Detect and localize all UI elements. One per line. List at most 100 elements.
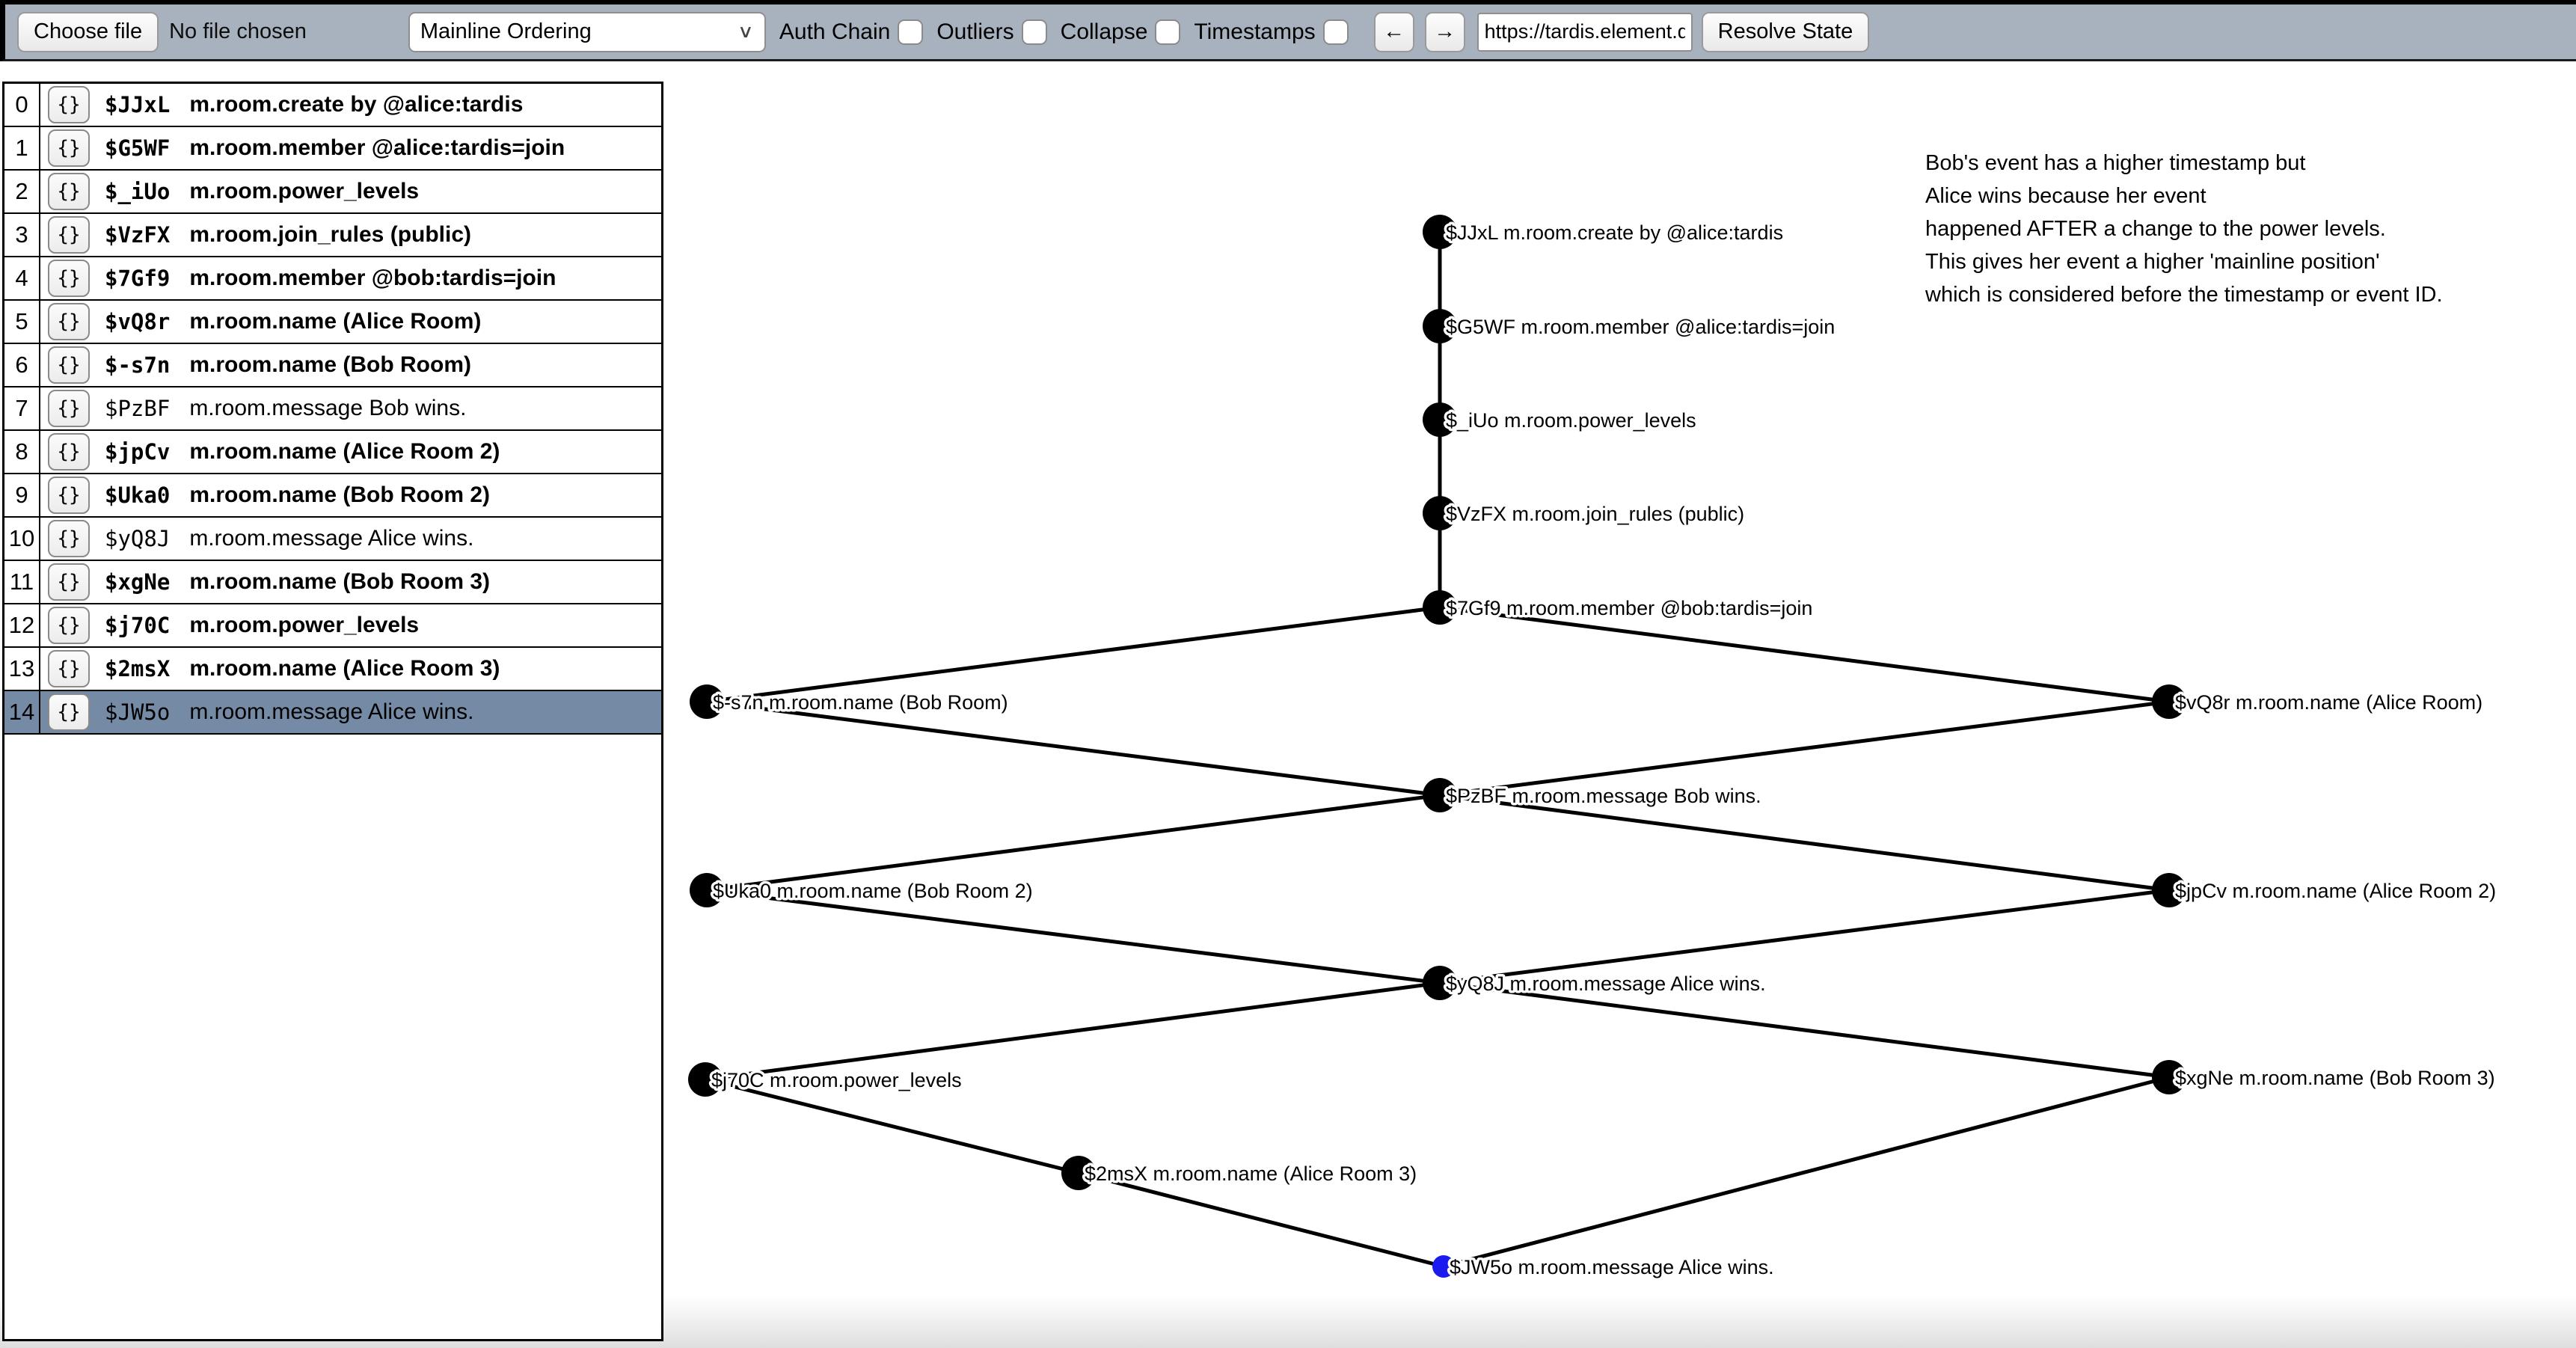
collapse-label: Collapse xyxy=(1060,19,1148,44)
dag-edge xyxy=(706,888,1441,985)
dag-edge xyxy=(1439,605,2170,704)
event-json-button[interactable]: {} xyxy=(48,433,90,471)
dag-edge xyxy=(705,981,1441,1082)
outliers-checkbox[interactable] xyxy=(1021,19,1047,45)
event-json-button[interactable]: {} xyxy=(48,303,90,340)
dag-node-$yQ8J[interactable] xyxy=(1423,966,1457,1000)
dag-edge xyxy=(1439,699,2170,797)
dag-node-label: $-s7n m.room.name (Bob Room) xyxy=(713,691,1008,714)
event-json-button[interactable]: {} xyxy=(48,607,90,644)
event-json-button[interactable]: {} xyxy=(48,390,90,427)
event-row-11[interactable]: 11{} $xgNe m.room.name (Bob Room 3) xyxy=(4,561,661,604)
event-json-button[interactable]: {} xyxy=(48,86,90,123)
dag-node-$j70C[interactable] xyxy=(688,1062,723,1097)
dag-node-label: $7Gf9 m.room.member @bob:tardis=join xyxy=(1446,597,1812,619)
dag-node-$2msX[interactable] xyxy=(1061,1156,1096,1190)
dag-edge xyxy=(1439,793,2170,892)
back-button[interactable]: ← xyxy=(1373,11,1414,52)
event-id: $yQ8J xyxy=(105,526,171,551)
dag-node-$Uka0[interactable] xyxy=(690,873,724,907)
event-json-button[interactable]: {} xyxy=(48,477,90,514)
dag-edge xyxy=(705,1077,1079,1175)
no-file-chosen-text: No file chosen xyxy=(169,19,307,43)
dag-node-$JW5o[interactable] xyxy=(1432,1255,1455,1278)
dag-node-$G5WF[interactable] xyxy=(1423,309,1457,343)
event-id: $xgNe xyxy=(105,569,171,595)
dag-edge xyxy=(1439,981,2170,1079)
explanation-line: Alice wins because her event xyxy=(1925,184,2207,208)
event-json-button[interactable]: {} xyxy=(48,216,90,254)
event-index: 13 xyxy=(4,648,40,690)
dag-node-$JJxL[interactable] xyxy=(1423,215,1457,249)
event-index: 8 xyxy=(4,431,40,473)
event-index: 11 xyxy=(4,561,40,603)
dag-node-label: $PzBF m.room.message Bob wins. xyxy=(1446,785,1761,807)
collapse-checkbox[interactable] xyxy=(1155,19,1181,45)
dag-node-$_iUo[interactable] xyxy=(1423,402,1457,437)
event-json-button[interactable]: {} xyxy=(48,129,90,167)
event-id: $7Gf9 xyxy=(105,266,171,291)
dag-node-label: $VzFX m.room.join_rules (public) xyxy=(1446,503,1744,525)
dag-node-$jpCv[interactable] xyxy=(2152,873,2186,907)
timestamps-group: Timestamps xyxy=(1194,19,1349,45)
event-index: 1 xyxy=(4,127,40,169)
event-id: $j70C xyxy=(105,613,171,638)
event-index: 2 xyxy=(4,171,40,212)
toolbar: Choose file No file chosen Mainline Orde… xyxy=(0,0,2576,61)
event-json-button[interactable]: {} xyxy=(48,650,90,687)
event-json-button[interactable]: {} xyxy=(48,260,90,297)
explanation-line: happened AFTER a change to the power lev… xyxy=(1925,217,2386,241)
event-json-button[interactable]: {} xyxy=(48,520,90,557)
dag-node-label: $yQ8J m.room.message Alice wins. xyxy=(1446,972,1766,995)
forward-button[interactable]: → xyxy=(1424,11,1465,52)
event-json-button[interactable]: {} xyxy=(48,563,90,601)
event-json-button[interactable]: {} xyxy=(48,693,90,731)
dag-edge xyxy=(706,605,1441,704)
dag-node-label: $G5WF m.room.member @alice:tardis=join xyxy=(1446,316,1835,338)
dag-node-$7Gf9[interactable] xyxy=(1423,590,1457,625)
event-id: $JJxL xyxy=(105,92,171,117)
auth-chain-checkbox[interactable] xyxy=(898,19,924,45)
dag-node-$xgNe[interactable] xyxy=(2152,1060,2186,1094)
server-url-input[interactable] xyxy=(1476,12,1693,52)
dag-node-$PzBF[interactable] xyxy=(1423,778,1457,812)
ordering-select[interactable]: Mainline Ordering ∨ xyxy=(408,11,766,52)
event-json-button[interactable]: {} xyxy=(48,173,90,210)
event-id: $-s7n xyxy=(105,352,171,378)
event-description: m.room.member @alice:tardis=join xyxy=(189,135,565,160)
auth-chain-group: Auth Chain xyxy=(779,19,924,45)
event-id: $jpCv xyxy=(105,439,171,465)
event-description: m.room.name (Bob Room 3) xyxy=(189,569,491,594)
dag-node-$vQ8r[interactable] xyxy=(2152,684,2186,719)
resolve-state-button[interactable]: Resolve State xyxy=(1701,11,1870,52)
chevron-down-icon: ∨ xyxy=(737,22,754,42)
timestamps-label: Timestamps xyxy=(1194,19,1316,44)
dag-node-$-s7n[interactable] xyxy=(690,684,724,719)
dag-edge xyxy=(1443,1075,2170,1269)
event-id: $vQ8r xyxy=(105,309,171,334)
timestamps-checkbox[interactable] xyxy=(1322,19,1349,45)
event-description: m.room.name (Alice Room 3) xyxy=(189,656,500,681)
event-json-button[interactable]: {} xyxy=(48,346,90,384)
choose-file-button[interactable]: Choose file xyxy=(17,11,159,52)
dag-node-label: $xgNe m.room.name (Bob Room 3) xyxy=(2175,1067,2495,1089)
dag-node-$VzFX[interactable] xyxy=(1423,496,1457,530)
event-description: m.room.power_levels xyxy=(189,179,420,203)
dag-node-label: $JJxL m.room.create by @alice:tardis xyxy=(1446,221,1783,244)
